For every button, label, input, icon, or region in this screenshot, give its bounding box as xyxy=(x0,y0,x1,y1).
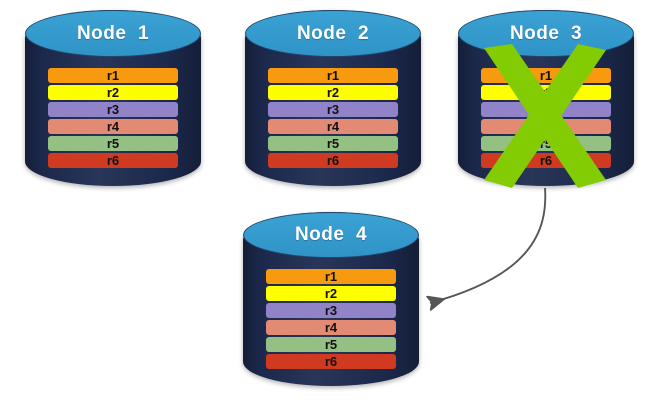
node-4-label: Node 4 xyxy=(294,224,368,245)
node-1-row-r3[interactable]: r3 xyxy=(48,102,178,117)
node-2-row-r2[interactable]: r2 xyxy=(268,85,398,100)
node-2-row-r6[interactable]: r6 xyxy=(268,153,398,168)
node-1-row-r2[interactable]: r2 xyxy=(48,85,178,100)
node-1[interactable]: Node 1 r1 r2 r3 r4 r5 r6 xyxy=(25,10,201,186)
node-2-row-r5[interactable]: r5 xyxy=(268,136,398,151)
node-2-row-r4[interactable]: r4 xyxy=(268,119,398,134)
node-3-row-r4[interactable]: r4 xyxy=(481,119,611,134)
node-1-row-r4[interactable]: r4 xyxy=(48,119,178,134)
node-1-label: Node 1 xyxy=(76,23,150,44)
node-1-top-ellipse xyxy=(25,10,201,57)
node-2[interactable]: Node 2 r1 r2 r3 r4 r5 r6 xyxy=(245,10,421,186)
node-3-label: Node 3 xyxy=(509,23,583,44)
node-4-row-r3[interactable]: r3 xyxy=(266,303,396,318)
node-1-row-r6[interactable]: r6 xyxy=(48,153,178,168)
node-3-row-r1[interactable]: r1 xyxy=(481,68,611,83)
node-3-row-r3[interactable]: r3 xyxy=(481,102,611,117)
node-2-row-r3[interactable]: r3 xyxy=(268,102,398,117)
node-2-row-r1[interactable]: r1 xyxy=(268,68,398,83)
node-4-row-r5[interactable]: r5 xyxy=(266,337,396,352)
node-1-rows: r1 r2 r3 r4 r5 r6 xyxy=(48,68,178,168)
node-4-row-r2[interactable]: r2 xyxy=(266,286,396,301)
node-3-row-r6[interactable]: r6 xyxy=(481,153,611,168)
node-1-row-r1[interactable]: r1 xyxy=(48,68,178,83)
node-3-rows: r1 r2 r3 r4 r5 r6 xyxy=(481,68,611,168)
node-3[interactable]: Node 3 r1 r2 r3 r4 r5 r6 xyxy=(458,10,634,186)
node-2-top-ellipse xyxy=(245,10,421,57)
node-4-top-ellipse xyxy=(243,212,419,258)
node-4-row-r6[interactable]: r6 xyxy=(266,354,396,369)
node-1-row-r5[interactable]: r5 xyxy=(48,136,178,151)
node-3-row-r5[interactable]: r5 xyxy=(481,136,611,151)
node-4-row-r4[interactable]: r4 xyxy=(266,320,396,335)
node-3-row-r2[interactable]: r2 xyxy=(481,85,611,100)
node-4-rows: r1 r2 r3 r4 r5 r6 xyxy=(266,269,396,369)
node-2-rows: r1 r2 r3 r4 r5 r6 xyxy=(268,68,398,168)
node-4-row-r1[interactable]: r1 xyxy=(266,269,396,284)
node-2-label: Node 2 xyxy=(296,23,370,44)
node-4[interactable]: Node 4 r1 r2 r3 r4 r5 r6 xyxy=(243,212,419,386)
